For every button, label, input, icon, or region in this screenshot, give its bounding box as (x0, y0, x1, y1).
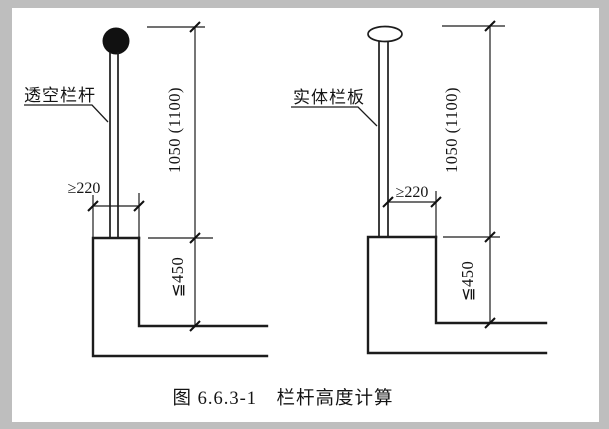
right-ledge-dimension: ≦450 (458, 261, 477, 302)
dim-tick (133, 200, 145, 212)
left-label-leader-line (24, 104, 109, 123)
dim-tick (189, 21, 201, 33)
right-label-leader-line (291, 106, 378, 127)
right-parapet-outline (366, 235, 548, 355)
dim-tick (430, 196, 442, 208)
right-width-dimension: ≥220 (396, 184, 429, 201)
dim-tick (189, 320, 201, 332)
dim-tick (87, 200, 99, 212)
left-label: 透空栏杆 (24, 86, 96, 105)
dim-tick (484, 317, 496, 329)
figure-caption: 图 6.6.3-1 栏杆高度计算 (172, 388, 393, 409)
left-height-dimension: 1050 (1100) (165, 87, 184, 173)
right-height-dimension: 1050 (1100) (442, 87, 461, 173)
left-floor-outline (137, 236, 269, 328)
handrail-ellipse (367, 25, 403, 43)
left-ledge-dimension: ≦450 (168, 257, 187, 298)
right-floor-outline (434, 235, 548, 325)
ball-finial (102, 27, 130, 55)
dim-tick (189, 232, 201, 244)
paper (12, 8, 599, 422)
left-width-dimension: ≥220 (68, 180, 101, 197)
dim-tick (484, 20, 496, 32)
left-parapet-outline (91, 236, 269, 358)
dim-tick (484, 231, 496, 243)
right-diagram: 实体栏板 1050 (1100) ≦450 ≥220 (291, 20, 548, 355)
dim-tick (382, 196, 394, 208)
left-diagram: 透空栏杆 1050 (1100) ≦450 ≥220 (24, 21, 269, 358)
right-label: 实体栏板 (293, 88, 365, 107)
